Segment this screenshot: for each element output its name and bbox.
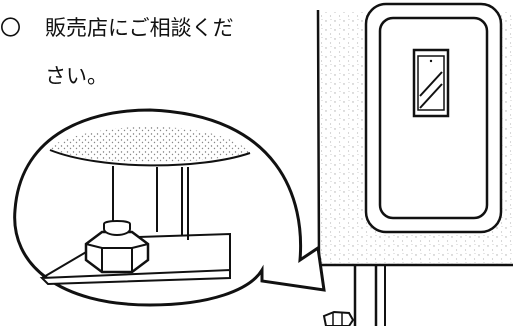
anchor-plate: [39, 268, 231, 286]
base-bolt-icon: [322, 310, 355, 326]
cabinet-unit: [316, 2, 513, 326]
list-marker: 〇: [0, 16, 21, 40]
detail-callout: [13, 108, 326, 307]
instruction-line-1-text: 販売店にご相談くだ: [45, 16, 234, 40]
cabinet-legs: [353, 265, 386, 326]
callout-ceiling-shading: [48, 126, 250, 163]
instruction-line-2: さい。: [45, 64, 108, 88]
panel-window-icon: [412, 48, 450, 118]
panel-inner-frame: [378, 16, 489, 220]
hex-bolt-icon: [84, 220, 150, 274]
instruction-line-1: 〇販売店にご相談くだ: [0, 4, 234, 52]
